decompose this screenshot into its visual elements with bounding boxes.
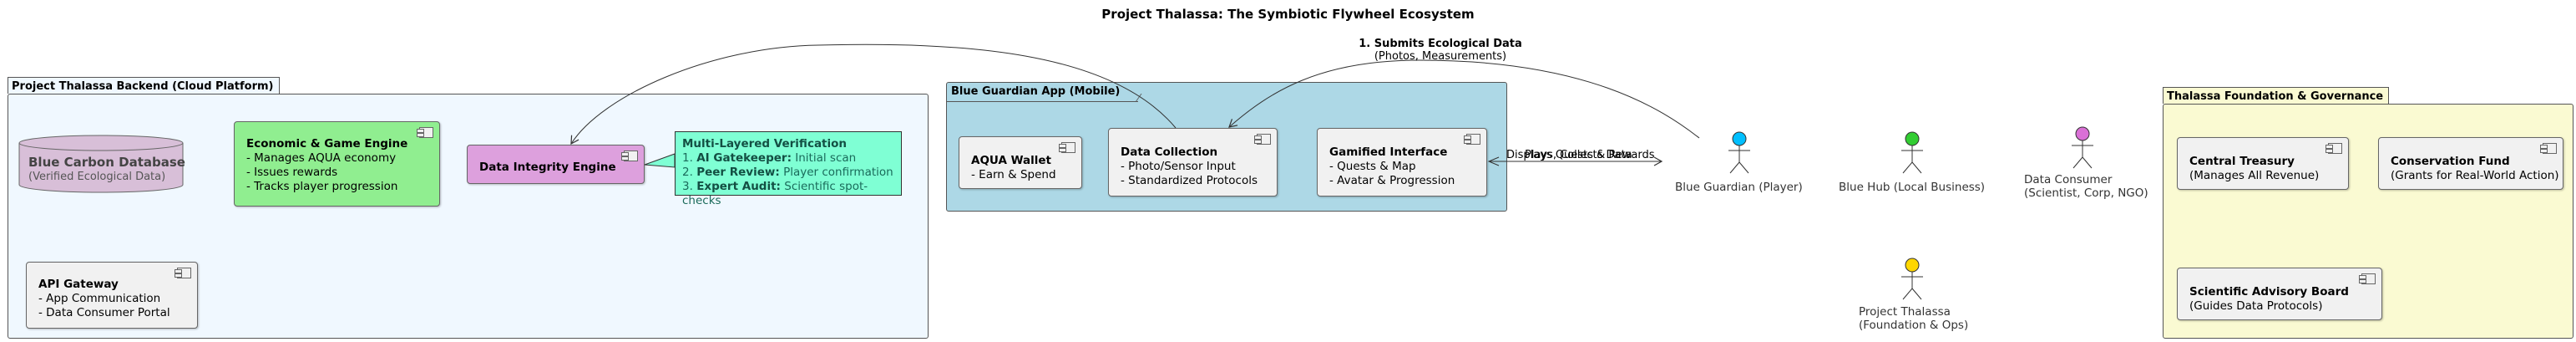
conservation-fund-name: Conservation Fund	[2391, 155, 2510, 168]
economic-game-engine: Economic & Game Engine - Manages AQUA ec…	[234, 121, 440, 207]
data-collection-line: - Photo/Sensor Input	[1121, 160, 1236, 173]
database-subtitle: (Verified Ecological Data)	[28, 171, 166, 183]
component-icon	[2540, 143, 2557, 154]
note-item: 3. Expert Audit: Scientific spot-checks	[682, 180, 894, 208]
consumer-actor-name: Data Consumer	[2024, 173, 2113, 186]
api-gateway: API Gateway - App Communication - Data C…	[26, 262, 198, 329]
central-treasury-sub: (Manages All Revenue)	[2189, 169, 2320, 182]
component-icon	[2359, 273, 2376, 284]
note-heading: Multi-Layered Verification	[682, 137, 848, 151]
foundation-package-label: Thalassa Foundation & Governance	[2167, 90, 2384, 103]
component-icon	[1254, 134, 1271, 145]
player-actor-name: Blue Guardian (Player)	[1675, 181, 1803, 194]
scientific-advisory-board: Scientific Advisory Board (Guides Data P…	[2177, 268, 2382, 320]
data-collection-name: Data Collection	[1121, 145, 1218, 159]
project-actor-icon	[1901, 258, 1923, 300]
project-actor-label: Project Thalassa (Foundation & Ops)	[1859, 305, 1968, 332]
economic-engine-line: - Tracks player progression	[246, 180, 398, 193]
note-item-label: Expert Audit:	[696, 180, 781, 193]
conservation-fund-sub: (Grants for Real-World Action)	[2391, 169, 2559, 182]
economic-engine-line: - Manages AQUA economy	[246, 151, 397, 165]
blue-carbon-database: Blue Carbon Database (Verified Ecologica…	[18, 135, 185, 193]
economic-engine-name: Economic & Game Engine	[246, 137, 408, 151]
central-treasury: Central Treasury (Manages All Revenue)	[2177, 137, 2349, 190]
submit-edge-label: 1. Submits Ecological Data (Photos, Meas…	[1353, 38, 1528, 63]
aqua-wallet-name: AQUA Wallet	[971, 154, 1052, 167]
aqua-wallet: AQUA Wallet - Earn & Spend	[959, 136, 1082, 189]
component-icon	[1059, 142, 1075, 153]
data-integrity-engine: Data Integrity Engine	[467, 145, 645, 184]
note-item-number: 3.	[682, 180, 693, 193]
aqua-wallet-line: - Earn & Spend	[971, 168, 1056, 181]
note-item-text: Scientific spot-checks	[682, 180, 868, 207]
backend-package-label: Project Thalassa Backend (Cloud Platform…	[12, 80, 274, 93]
app-package-label-divider	[946, 101, 1138, 102]
api-gateway-line: - App Communication	[38, 292, 161, 305]
api-gateway-name: API Gateway	[38, 278, 119, 291]
consumer-actor-label: Data Consumer (Scientist, Corp, NGO)	[2024, 173, 2148, 200]
gamified-interface-line: - Quests & Map	[1329, 160, 1416, 173]
consumer-actor-icon	[2072, 126, 2093, 169]
collection-to-integrity-edge	[570, 43, 1177, 145]
note-item-text: Initial scan	[795, 151, 857, 165]
display-edge-label: Displays Quests & Rewards	[1506, 149, 1655, 161]
plays-edge-label: Plays, Collects Data	[1525, 149, 1632, 161]
component-icon	[621, 151, 638, 161]
submit-edge-subtitle: (Photos, Measurements)	[1374, 50, 1507, 63]
note-item: 1. AI Gatekeeper: Initial scan	[682, 151, 894, 166]
player-actor-icon	[1728, 131, 1750, 174]
app-package-label: Blue Guardian App (Mobile)	[951, 85, 1121, 98]
conservation-fund: Conservation Fund (Grants for Real-World…	[2378, 137, 2563, 190]
note-item-text: Player confirmation	[783, 166, 893, 179]
hub-actor-icon	[1901, 131, 1923, 174]
central-treasury-name: Central Treasury	[2189, 155, 2295, 168]
data-collection-line: - Standardized Protocols	[1121, 174, 1258, 187]
project-actor-name: Project Thalassa	[1859, 305, 1951, 319]
consumer-actor-role: (Scientist, Corp, NGO)	[2024, 186, 2148, 200]
integrity-engine-name: Data Integrity Engine	[479, 161, 616, 174]
diagram-title: Project Thalassa: The Symbiotic Flywheel…	[1101, 7, 1475, 22]
submit-edge-title: 1. Submits Ecological Data	[1359, 38, 1522, 50]
note-item: 2. Peer Review: Player confirmation	[682, 166, 894, 180]
hub-actor-label: Blue Hub (Local Business)	[1839, 181, 1985, 194]
player-actor-label: Blue Guardian (Player)	[1675, 181, 1803, 194]
economic-engine-line: - Issues rewards	[246, 166, 338, 179]
backend-package-tab: Project Thalassa Backend (Cloud Platform…	[8, 77, 280, 94]
advisory-board-sub: (Guides Data Protocols)	[2189, 299, 2323, 313]
api-gateway-line: - Data Consumer Portal	[38, 306, 170, 319]
database-name: Blue Carbon Database	[28, 155, 185, 170]
player-to-collection-edge	[1228, 59, 1700, 139]
foundation-package-tab: Thalassa Foundation & Governance	[2163, 87, 2390, 104]
note-item-label: Peer Review:	[696, 166, 780, 179]
component-icon	[1464, 134, 1480, 145]
integrity-note-connector	[644, 153, 676, 168]
component-icon	[2325, 143, 2342, 154]
advisory-board-name: Scientific Advisory Board	[2189, 285, 2349, 299]
project-actor-role: (Foundation & Ops)	[1859, 319, 1969, 332]
gamified-interface-line: - Avatar & Progression	[1329, 174, 1455, 187]
database-cylinder-icon	[18, 135, 184, 193]
note-item-label: AI Gatekeeper:	[696, 151, 792, 165]
data-collection: Data Collection - Photo/Sensor Input - S…	[1108, 128, 1278, 197]
gamified-interface: Gamified Interface - Quests & Map - Avat…	[1317, 128, 1487, 197]
gamified-interface-name: Gamified Interface	[1329, 145, 1448, 159]
component-icon	[417, 127, 433, 138]
note-item-number: 1.	[682, 151, 693, 165]
note-item-number: 2.	[682, 166, 693, 179]
verification-note: Multi-Layered Verification 1. AI Gatekee…	[675, 131, 902, 207]
component-icon	[175, 268, 191, 278]
gamified-arrowhead	[1487, 156, 1500, 166]
hub-actor-name: Blue Hub (Local Business)	[1839, 181, 1986, 194]
